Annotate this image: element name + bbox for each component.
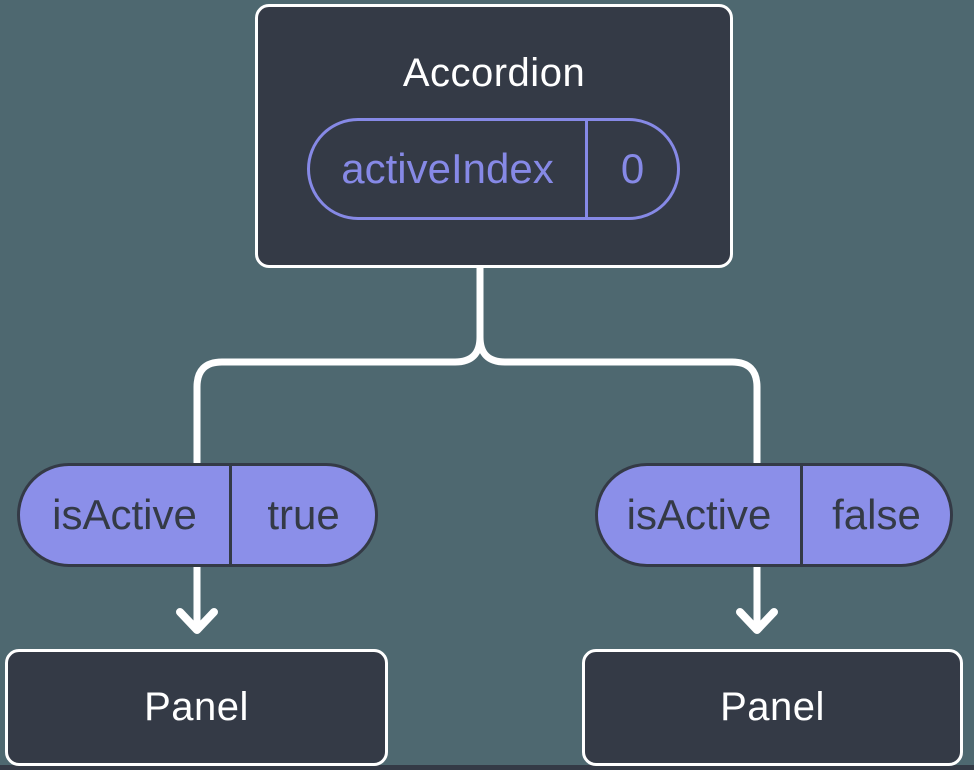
- connector-right-branch: [476, 260, 761, 630]
- connector-left-branch: [193, 260, 484, 630]
- is-active-pill-right: isActive false: [595, 463, 953, 567]
- prop-name-label: activeIndex: [341, 145, 554, 192]
- state-value-label: true: [229, 466, 375, 564]
- panel-node-right: Panel: [582, 649, 963, 766]
- page-background-edge: [0, 765, 974, 770]
- arrow-down-right-icon: [736, 608, 778, 634]
- prop-value-label: 0: [585, 121, 677, 217]
- accordion-node: Accordion activeIndex 0: [255, 4, 733, 268]
- state-value-label: false: [800, 466, 950, 564]
- active-index-prop-pill: activeIndex 0: [307, 118, 680, 220]
- panel-node-left: Panel: [5, 649, 388, 766]
- arrow-down-left-icon: [176, 608, 218, 634]
- state-name-label: isActive: [52, 491, 197, 538]
- state-name-label: isActive: [626, 491, 772, 538]
- accordion-node-title: Accordion: [402, 51, 586, 95]
- is-active-pill-left: isActive true: [17, 463, 378, 567]
